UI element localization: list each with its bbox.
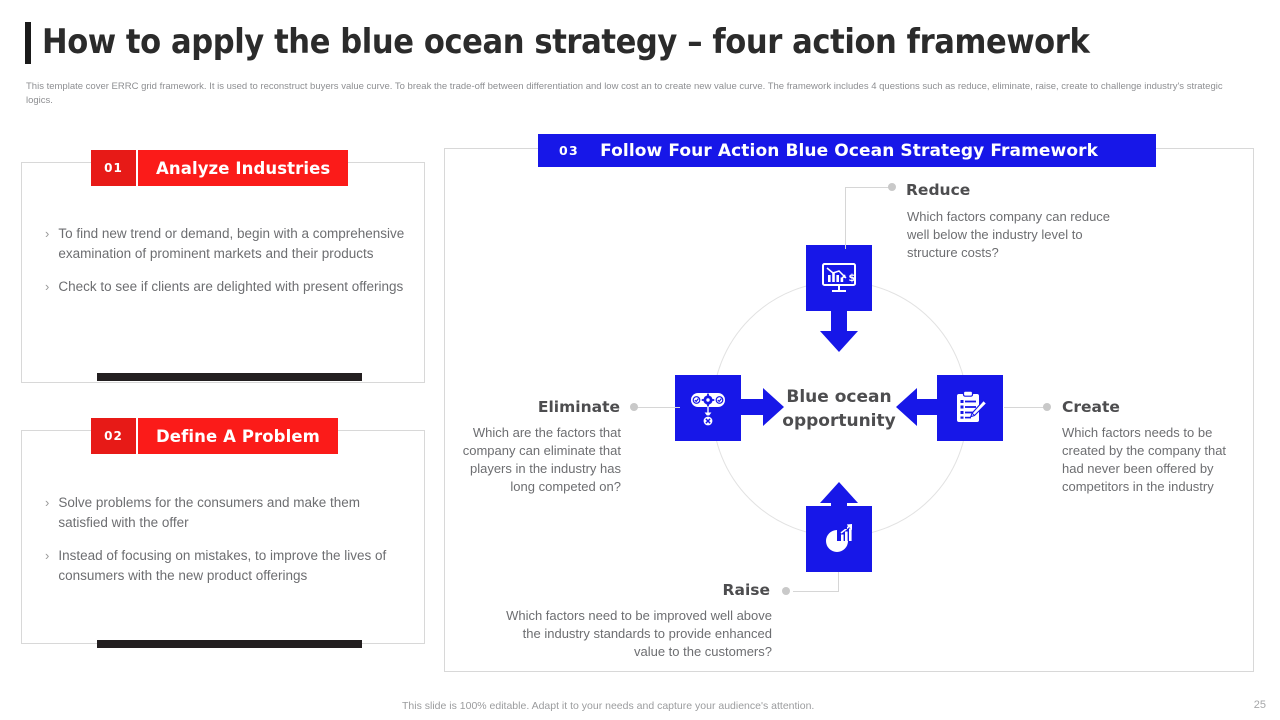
chevron-right-icon: ›: [45, 279, 50, 294]
card-define-a-problem[interactable]: [21, 430, 425, 644]
gear-settings-remove-icon: [687, 388, 729, 428]
arrow-right-eliminate: [737, 385, 785, 436]
label-eliminate: Eliminate: [537, 398, 620, 416]
list-item-text: Solve problems for the consumers and mak…: [58, 495, 360, 530]
clipboard-pencil-icon: [950, 388, 990, 428]
center-line-2: opportunity: [782, 411, 896, 431]
arrow-up-raise: [818, 481, 860, 534]
monitor-declining-chart-dollar-icon: $: [819, 258, 859, 298]
leader-dot-create: [1043, 403, 1051, 411]
node-reduce[interactable]: $: [806, 245, 872, 311]
card-02-badge: 02 Define A Problem: [91, 418, 338, 454]
chevron-right-icon: ›: [45, 495, 50, 510]
leader-dot-eliminate: [630, 403, 638, 411]
description-create: Which factors needs to be created by the…: [1062, 425, 1227, 494]
center-line-1: Blue ocean: [786, 387, 892, 407]
card-analyze-industries[interactable]: [21, 162, 425, 383]
leader-eliminate-horizontal: [634, 407, 680, 408]
panel-title: Follow Four Action Blue Ocean Strategy F…: [600, 140, 1098, 161]
card-02-title: Define A Problem: [138, 418, 338, 454]
node-eliminate[interactable]: [675, 375, 741, 441]
list-item: › Instead of focusing on mistakes, to im…: [45, 546, 413, 585]
panel-badge: 03 Follow Four Action Blue Ocean Strateg…: [538, 134, 1156, 167]
description-eliminate: Which are the factors that company can e…: [462, 425, 621, 494]
list-item: › Solve problems for the consumers and m…: [45, 493, 413, 532]
leader-dot-raise: [782, 587, 790, 595]
card-01-title: Analyze Industries: [138, 150, 349, 186]
card-01-number: 01: [91, 150, 136, 186]
footer-note: This slide is 100% editable. Adapt it to…: [402, 700, 815, 712]
panel-number: 03: [558, 143, 580, 158]
leader-dot-reduce: [888, 183, 896, 191]
leader-create-horizontal: [1004, 407, 1046, 408]
list-item: › Check to see if clients are delighted …: [45, 277, 405, 297]
diagram-center-label: Blue ocean opportunity: [757, 385, 921, 433]
page-subtitle: This template cover ERRC grid framework.…: [26, 81, 1223, 106]
leader-reduce-horizontal: [845, 187, 892, 188]
svg-text:$: $: [849, 273, 856, 284]
description-reduce: Which factors company can reduce well be…: [907, 209, 1111, 260]
card-02-underline: [97, 640, 362, 648]
pie-chart-growth-arrow-icon: [819, 519, 859, 559]
description-raise: Which factors need to be improved well a…: [506, 608, 772, 659]
chevron-right-icon: ›: [45, 548, 50, 563]
title-accent-bar: [25, 22, 31, 64]
leader-raise-horizontal: [793, 591, 839, 592]
list-item-text: Instead of focusing on mistakes, to impr…: [58, 548, 387, 583]
chevron-right-icon: ›: [45, 226, 50, 241]
label-raise: Raise: [722, 581, 770, 599]
node-create[interactable]: [937, 375, 1003, 441]
leader-raise-vertical: [838, 572, 839, 592]
label-create: Create: [1062, 398, 1120, 416]
leader-reduce-vertical: [845, 187, 846, 249]
page-number: 25: [1253, 699, 1266, 711]
label-reduce: Reduce: [906, 181, 971, 199]
badge-separator: [136, 150, 138, 186]
card-01-bullets: › To find new trend or demand, begin wit…: [45, 224, 405, 311]
arrow-down-reduce: [818, 305, 860, 358]
card-01-badge: 01 Analyze Industries: [91, 150, 349, 186]
badge-separator: [136, 418, 138, 454]
list-item: › To find new trend or demand, begin wit…: [45, 224, 405, 263]
list-item-text: To find new trend or demand, begin with …: [58, 226, 405, 261]
card-02-bullets: › Solve problems for the consumers and m…: [45, 493, 413, 599]
list-item-text: Check to see if clients are delighted wi…: [58, 279, 404, 294]
card-02-number: 02: [91, 418, 136, 454]
arrow-left-create: [896, 385, 944, 436]
page-title: How to apply the blue ocean strategy – f…: [42, 22, 1090, 62]
card-01-underline: [97, 373, 362, 381]
